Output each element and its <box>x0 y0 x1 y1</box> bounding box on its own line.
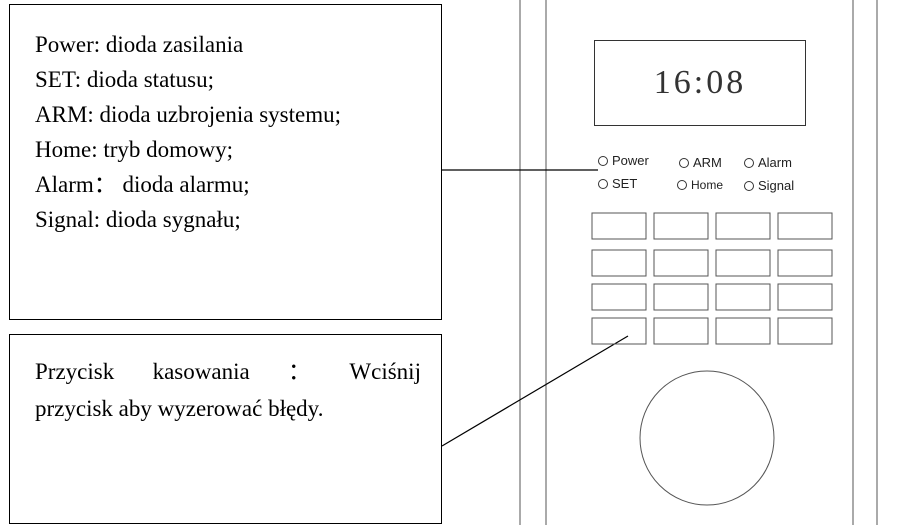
keypad-key <box>591 249 647 277</box>
led-power-label: Power <box>612 153 649 168</box>
keypad-key <box>653 212 709 240</box>
led-set-label: SET <box>612 176 638 191</box>
clock-display: 16:08 <box>594 40 806 126</box>
keypad-key <box>715 249 771 277</box>
led-legend-box: Power: dioda zasilania SET: dioda status… <box>9 4 442 320</box>
keypad <box>591 212 833 345</box>
led-arm-indicator-icon <box>679 157 689 168</box>
legend-line-alarm: Alarm： dioda alarmu; <box>35 172 250 197</box>
reset-key <box>591 317 647 345</box>
legend-line-home: Home: tryb domowy; <box>35 137 234 162</box>
keypad-key <box>591 212 647 240</box>
keypad-key <box>777 317 833 345</box>
reset-word-3: ： <box>288 359 312 384</box>
reset-button-description-box: Przycisk kasowania ： Wciśnij przycisk ab… <box>9 334 442 524</box>
led-arm-label: ARM <box>693 155 722 170</box>
reset-word-2: kasowania <box>152 359 250 384</box>
reset-description: Przycisk kasowania ： Wciśnij przycisk ab… <box>35 353 421 427</box>
led-home-label: Home <box>691 178 724 192</box>
reset-word-1: Przycisk <box>35 359 115 384</box>
led-alarm-indicator-icon <box>744 157 754 168</box>
leader-line-reset <box>441 335 629 447</box>
legend-line-arm: ARM: dioda uzbrojenia systemu; <box>35 102 341 127</box>
keypad-key <box>591 283 647 311</box>
led-arm: ARM <box>679 155 722 170</box>
led-power-indicator-icon <box>598 155 608 166</box>
clock-time: 16:08 <box>653 64 747 101</box>
led-home: Home <box>677 178 723 192</box>
keypad-key <box>653 283 709 311</box>
legend-line-set: SET: dioda statusu; <box>35 67 215 92</box>
keypad-key <box>777 283 833 311</box>
keypad-key <box>715 317 771 345</box>
legend-line-power: Power: dioda zasilania <box>35 32 244 57</box>
reset-word-4: Wciśnij <box>349 359 421 384</box>
led-set-indicator-icon <box>598 178 608 189</box>
led-alarm-label: Alarm <box>758 155 792 170</box>
led-signal-label: Signal <box>758 178 795 193</box>
led-set: SET <box>598 176 637 191</box>
led-alarm: Alarm <box>744 155 792 170</box>
keypad-key <box>777 249 833 277</box>
led-signal: Signal <box>744 178 794 193</box>
legend-line-signal: Signal: dioda sygnału; <box>35 207 241 232</box>
led-signal-indicator-icon <box>744 180 754 191</box>
keypad-key <box>715 212 771 240</box>
reset-line-2: przycisk aby wyzerować błędy. <box>35 396 324 421</box>
led-home-indicator-icon <box>677 179 687 190</box>
keypad-key <box>653 249 709 277</box>
round-button <box>639 370 775 506</box>
keypad-key <box>653 317 709 345</box>
keypad-key <box>777 212 833 240</box>
led-power: Power <box>598 153 649 168</box>
keypad-key <box>715 283 771 311</box>
